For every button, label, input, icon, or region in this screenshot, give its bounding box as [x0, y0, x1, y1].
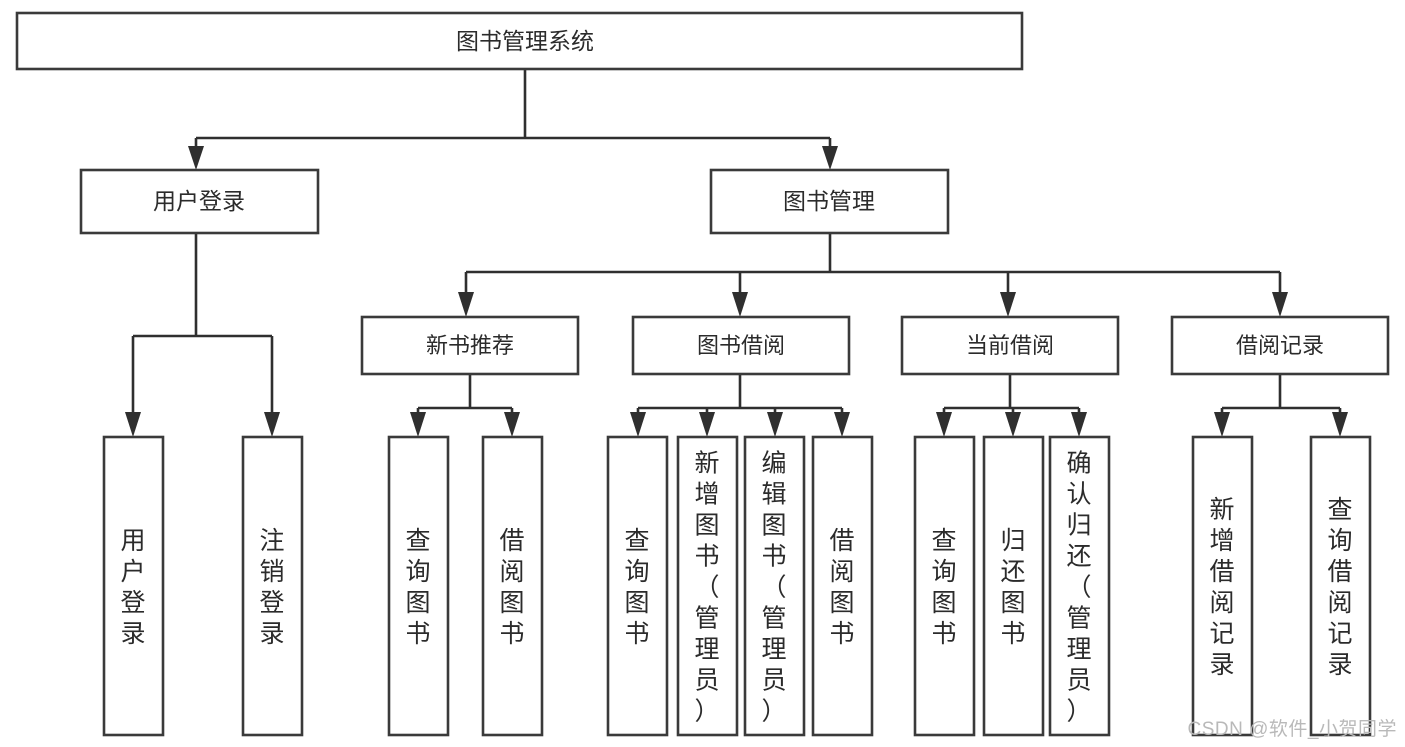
node-leaf-add-book[interactable]: 新增图书（管理员） [676, 435, 739, 737]
user-login-label: 用户登录 [153, 188, 245, 214]
arrow-to-leaf-borrow-book-1 [504, 412, 520, 437]
borrow-records-box[interactable] [1170, 315, 1390, 376]
leaf-query-record-box[interactable] [1309, 435, 1372, 737]
leaf-add-record-box[interactable] [1191, 435, 1254, 737]
node-leaf-query-record[interactable]: 查询借阅记录 [1309, 435, 1372, 737]
arrow-to-user-login [188, 146, 204, 170]
node-leaf-query-book-2[interactable]: 查询图书 [606, 435, 669, 737]
root-box[interactable] [15, 11, 1024, 71]
leaf-confirm-return-label: 确认归还（管理员） [1066, 450, 1091, 726]
leaf-user-login-box[interactable] [102, 435, 165, 737]
arrow-to-leaf-add-book [699, 412, 715, 437]
leaf-add-book-label: 新增图书（管理员） [694, 450, 719, 726]
node-user-login[interactable]: 用户登录 [79, 168, 320, 235]
node-current-borrow[interactable]: 当前借阅 [900, 315, 1120, 376]
arrow-to-leaf-user-login [125, 412, 141, 437]
arrow-to-leaf-query-record [1332, 412, 1348, 437]
arrow-to-leaf-query-book-2 [630, 412, 646, 437]
arrow-to-leaf-query-book-3 [936, 412, 952, 437]
node-leaf-query-book-3[interactable]: 查询图书 [913, 435, 976, 737]
leaf-query-book-2-box[interactable] [606, 435, 669, 737]
node-root[interactable]: 图书管理系统 [15, 11, 1024, 71]
arrow-to-leaf-borrow-book-2 [834, 412, 850, 437]
current-borrow-label: 当前借阅 [966, 333, 1054, 358]
book-manage-box[interactable] [709, 168, 950, 235]
node-leaf-borrow-book-1[interactable]: 借阅图书 [481, 435, 544, 737]
node-leaf-user-logout[interactable]: 注销登录 [241, 435, 304, 737]
leaf-user-logout-box[interactable] [241, 435, 304, 737]
leaf-layer: 用户登录 注销登录 查询图书 借阅图书 查询图书 新增图书（管理员） [102, 435, 1372, 737]
root-label: 图书管理系统 [456, 28, 594, 54]
leaf-add-book-box[interactable] [676, 435, 739, 737]
leaf-borrow-book-1-label: 借阅图书 [499, 527, 524, 648]
connector-layer [125, 69, 1348, 437]
node-leaf-add-record[interactable]: 新增借阅记录 [1191, 435, 1254, 737]
arrow-to-borrow-records [1272, 292, 1288, 317]
leaf-edit-book-label: 编辑图书（管理员） [761, 450, 786, 726]
node-book-manage[interactable]: 图书管理 [709, 168, 950, 235]
leaf-query-record-label: 查询借阅记录 [1327, 496, 1352, 679]
arrow-to-leaf-edit-book [767, 412, 783, 437]
new-book-recommend-box[interactable] [360, 315, 580, 376]
current-borrow-box[interactable] [900, 315, 1120, 376]
node-leaf-user-login[interactable]: 用户登录 [102, 435, 165, 737]
book-borrow-label: 图书借阅 [697, 333, 785, 358]
leaf-add-record-label: 新增借阅记录 [1209, 496, 1234, 679]
node-borrow-records[interactable]: 借阅记录 [1170, 315, 1390, 376]
node-new-book-recommend[interactable]: 新书推荐 [360, 315, 580, 376]
leaf-query-book-1-label: 查询图书 [405, 527, 430, 648]
arrow-to-leaf-return-book [1005, 412, 1021, 437]
book-borrow-box[interactable] [631, 315, 851, 376]
leaf-query-book-1-box[interactable] [387, 435, 450, 737]
new-book-recommend-label: 新书推荐 [426, 333, 514, 358]
watermark-label: CSDN @软件_小贺同学 [1187, 719, 1397, 740]
node-leaf-borrow-book-2[interactable]: 借阅图书 [811, 435, 874, 737]
leaf-confirm-return-box[interactable] [1048, 435, 1111, 737]
node-leaf-confirm-return[interactable]: 确认归还（管理员） [1048, 435, 1111, 737]
arrow-to-current-borrow [1000, 292, 1016, 317]
borrow-records-label: 借阅记录 [1236, 333, 1324, 358]
leaf-borrow-book-1-box[interactable] [481, 435, 544, 737]
leaf-query-book-3-label: 查询图书 [931, 527, 956, 648]
arrow-to-book-manage [822, 146, 838, 170]
node-leaf-return-book[interactable]: 归还图书 [982, 435, 1045, 737]
leaf-edit-book-box[interactable] [743, 435, 806, 737]
leaf-user-login-label: 用户登录 [120, 527, 145, 648]
leaf-query-book-3-box[interactable] [913, 435, 976, 737]
leaf-user-logout-label: 注销登录 [259, 527, 284, 648]
book-manage-label: 图书管理 [783, 188, 875, 214]
leaf-borrow-book-2-box[interactable] [811, 435, 874, 737]
arrow-to-leaf-user-logout [264, 412, 280, 437]
arrow-to-leaf-confirm-return [1071, 412, 1087, 437]
arrow-to-leaf-add-record [1214, 412, 1230, 437]
node-book-borrow[interactable]: 图书借阅 [631, 315, 851, 376]
node-leaf-edit-book[interactable]: 编辑图书（管理员） [743, 435, 806, 737]
leaf-return-book-label: 归还图书 [1000, 527, 1025, 648]
arrow-to-book-borrow [732, 292, 748, 317]
arrow-to-new-book-recommend [458, 292, 474, 317]
leaf-query-book-2-label: 查询图书 [624, 527, 649, 648]
leaf-borrow-book-2-label: 借阅图书 [829, 527, 854, 648]
arrow-to-leaf-query-book-1 [410, 412, 426, 437]
leaf-return-book-box[interactable] [982, 435, 1045, 737]
node-leaf-query-book-1[interactable]: 查询图书 [387, 435, 450, 737]
user-login-box[interactable] [79, 168, 320, 235]
